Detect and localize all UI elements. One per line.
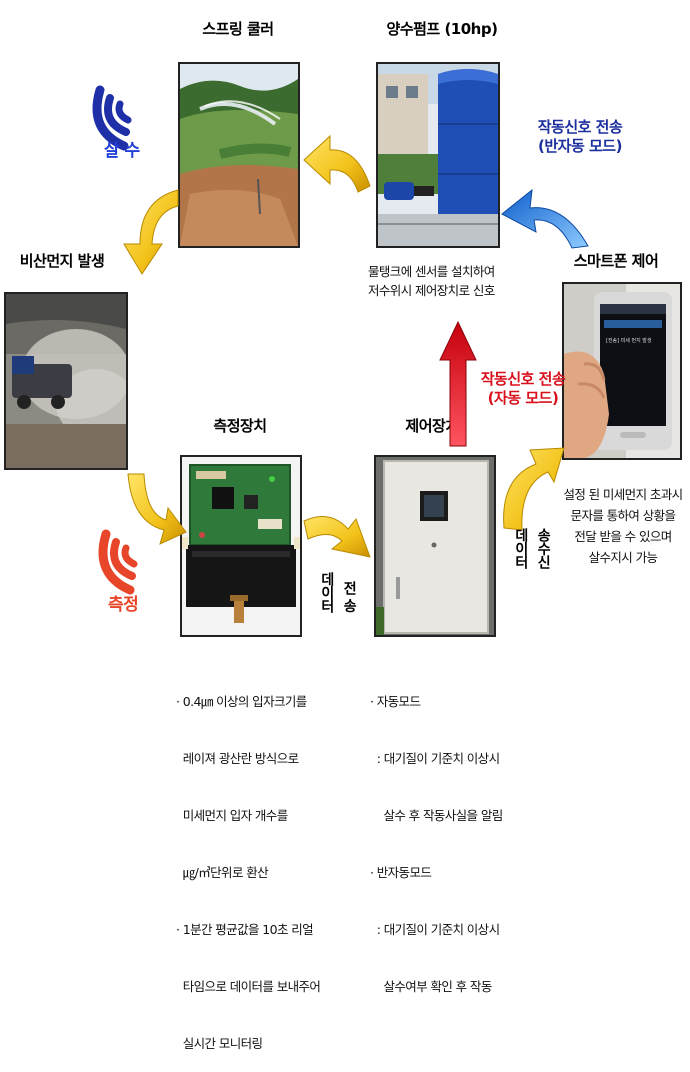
sensor-caption-line: ㎍/㎥단위로 환산 [176, 865, 269, 880]
smartphone-title: 스마트폰 제어 [573, 252, 659, 270]
pump-photo [376, 62, 500, 248]
smartphone-caption-line: 살수지시 가능 [588, 550, 658, 565]
semi-auto-signal-label-line: 작동신호 전송 [537, 118, 623, 136]
sensor-caption-line: 미세먼지 입자 개수를 [176, 808, 288, 823]
dust-title: 비산먼지 발생 [19, 252, 105, 270]
pump-caption: 물탱크에 센서를 설치하여 저수위시 제어장치로 신호 [368, 262, 495, 300]
arrow-sensor-to-controller [303, 516, 371, 558]
spray-label: 살 수 [104, 141, 140, 161]
smartphone-caption-line: 문자를 통하여 상황을 [570, 508, 676, 523]
controller-caption-line: · 반자동모드 [370, 865, 432, 880]
smartphone-caption-line: 전달 받을 수 있으며 [574, 529, 672, 544]
auto-signal-label-line: (자동 모드) [487, 389, 559, 407]
data-txrx-label: 데이터 송수신 [510, 528, 554, 574]
controller-caption-line: : 대기질이 기준치 이상시 [370, 922, 500, 937]
controller-caption-line: · 자동모드 [370, 694, 421, 709]
sensor-photo [180, 455, 302, 637]
semi-auto-signal-label: 작동신호 전송 (반자동 모드) [520, 118, 640, 156]
pump-title: 양수펌프 (10hp) [386, 20, 498, 38]
sensor-caption: · 0.4㎛ 이상의 입자크기를 레이져 광산란 방식으로 미세먼지 입자 개수… [176, 654, 321, 1072]
data-send-label: 데이터 전 송 [316, 572, 360, 618]
controller-caption-line: 살수 후 작동사실을 알림 [370, 808, 503, 823]
arrow-controller-to-phone [503, 447, 565, 531]
spring-cooler-title: 스프링 쿨러 [202, 20, 274, 38]
arrow-pump-to-cooler [303, 134, 371, 193]
controller-photo [374, 455, 496, 637]
auto-signal-label: 작동신호 전송 (자동 모드) [468, 370, 578, 408]
controller-caption-line: : 대기질이 기준치 이상시 [370, 751, 500, 766]
smartphone-caption: 설정 된 미세먼지 초과시 문자를 통하여 상황을 전달 받을 수 있으며 살수… [560, 484, 686, 568]
controller-title: 제어장치 [405, 417, 459, 435]
data-txrx-label-line: 송수신 [535, 528, 552, 569]
data-send-label-line: 데이터 [318, 572, 335, 613]
controller-caption: · 자동모드 : 대기질이 기준치 이상시 살수 후 작동사실을 알림 · 반자… [370, 654, 503, 1015]
pump-caption-line: 물탱크에 센서를 설치하여 [368, 264, 495, 279]
sensor-caption-line: · 1분간 평균값을 10초 리얼 [176, 922, 314, 937]
sensor-caption-line: 실시간 모니터링 [176, 1036, 263, 1051]
pump-caption-line: 저수위시 제어장치로 신호 [368, 283, 495, 298]
sensor-caption-line: 레이져 광산란 방식으로 [176, 751, 299, 766]
controller-caption-line: 살수여부 확인 후 작동 [370, 979, 492, 994]
phone-screen-text: [전송] 미세 먼지 발생 [606, 337, 652, 344]
arrow-dust-to-sensor [127, 473, 187, 545]
sensor-caption-line: · 0.4㎛ 이상의 입자크기를 [176, 694, 307, 709]
arrow-controller-to-pump [439, 320, 477, 447]
smartphone-caption-line: 설정 된 미세먼지 초과시 [563, 487, 683, 502]
spring-cooler-photo [178, 62, 300, 248]
sensor-caption-line: 타임으로 데이터를 보내주어 [176, 979, 321, 994]
arrow-cooler-to-dust [123, 189, 179, 275]
semi-auto-signal-label-line: (반자동 모드) [538, 137, 622, 155]
auto-signal-label-line: 작동신호 전송 [480, 370, 566, 388]
measure-wave-icon [98, 529, 138, 595]
data-send-label-line: 전 송 [341, 581, 358, 613]
sensor-title: 측정장치 [213, 417, 267, 435]
data-txrx-label-line: 데이터 [512, 528, 529, 569]
spray-wave-icon [92, 85, 132, 151]
dust-photo [4, 292, 128, 470]
smartphone-photo: [전송] 미세 먼지 발생 [562, 282, 682, 460]
measure-label: 측정 [108, 595, 139, 615]
arrow-phone-to-pump [501, 188, 589, 249]
